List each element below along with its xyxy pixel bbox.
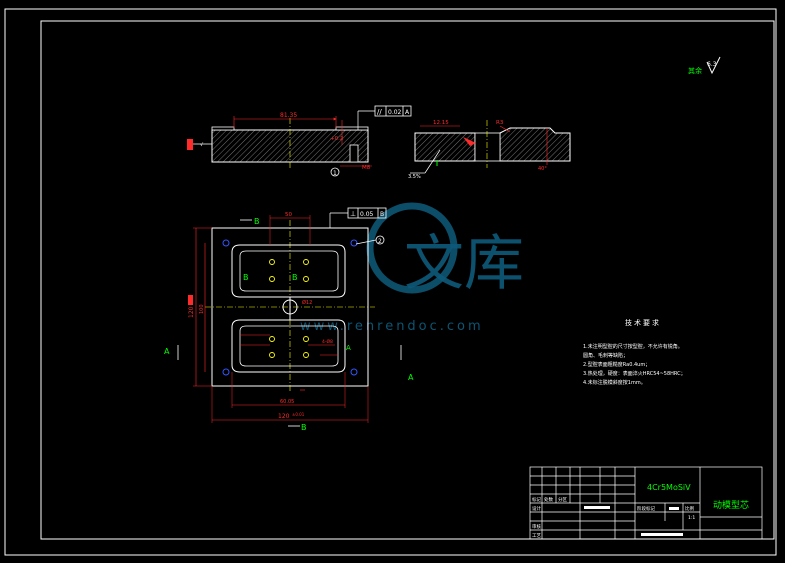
plan-lower-cavity-inner: [239, 325, 339, 367]
section-side-cavity-mark: [463, 137, 476, 146]
section-side-radius-leader: [499, 125, 511, 133]
roughness-check-icon: [706, 56, 721, 75]
plan-upper-pins: [269, 259, 309, 282]
section-front-fcf: // 0.02 A: [357, 105, 412, 130]
section-front-step-right: [335, 126, 369, 131]
plan-fcf-datum: B: [380, 211, 384, 218]
section-side-gap: [474, 132, 501, 162]
tech-req-item-2: 圆角、毛刺等缺陷；: [583, 352, 628, 359]
tb-part-name: 动模型芯: [713, 499, 749, 511]
section-side-slope-label: 3.5%: [408, 174, 421, 180]
plan-section-b-bottom: B: [301, 423, 307, 432]
tb-scale-value: 1:1: [688, 515, 695, 521]
plan-view: Ø12 4-Ø8 B B A: [164, 207, 414, 432]
plan-section-a-left: A: [164, 347, 170, 356]
plan-fcf: ⊥ 0.05 B: [329, 207, 387, 228]
tb-stage-label: 阶段标记: [637, 505, 655, 512]
plan-fcf-symbol: ⊥: [350, 210, 356, 218]
fcf-value: 0.02: [388, 109, 402, 116]
section-front-slot: [349, 144, 359, 163]
technical-requirements: 技术要求 1.未注明型腔的尺寸按型腔，不允许有锐角。 圆角、毛刺等缺陷； 2.型…: [583, 318, 686, 386]
tb-fill-bar-3: [669, 507, 679, 510]
section-side-body-left: [414, 132, 476, 162]
section-side-angle: 40°: [538, 166, 547, 172]
plan-cavity-a-mark: A: [346, 344, 351, 352]
plan-section-b-top: B: [254, 217, 260, 226]
plan-left-datum-block: [188, 295, 193, 305]
plan-lower-cavity-outer: [231, 319, 346, 373]
title-block-text: 标记 处数 分区 设计 审核 工艺 4Cr5MoSiV 阶段标记 比例 1:1 …: [532, 483, 749, 539]
roughness-value: 6.3: [707, 61, 717, 68]
tb-fill-bar-2: [641, 533, 683, 536]
section-side: 12.15 R3 40° 3.5%: [408, 120, 571, 180]
plan-overall-bottom-dim: 120: [278, 413, 290, 420]
section-front: 81.35 +0.2 √ // 0.02 A M8 1: [187, 105, 412, 177]
plan-top-dim: 50: [285, 212, 292, 218]
tech-req-item-1: 1.未注明型腔的尺寸按型腔，不允许有锐角。: [583, 343, 683, 350]
section-side-width-dim: 12.15: [433, 120, 449, 126]
section-front-step-left: [211, 126, 235, 131]
tb-scale-label: 比例: [685, 505, 694, 512]
tb-fill-bar-1: [584, 506, 610, 509]
plan-lower-pins: [269, 336, 309, 358]
outer-frame: [4, 8, 777, 556]
roughness-label: 其余: [688, 66, 702, 75]
plan-fcf-value: 0.05: [360, 211, 374, 218]
plan-upper-cavity-inner: [239, 250, 339, 292]
section-front-depth-dim: +0.2: [330, 136, 343, 142]
plan-upper-cavity-outer: [231, 244, 346, 298]
section-front-callout: 1: [333, 170, 337, 177]
tb-label-zone: 分区: [558, 496, 567, 503]
section-side-slope-leader: [424, 149, 441, 174]
plan-left-dim-inner: 100: [199, 304, 205, 314]
plan-inner-bottom-dim: 60.05: [280, 399, 294, 405]
plan-center-hole: [282, 299, 298, 315]
plan-cavity-b-left: B: [243, 273, 249, 282]
plan-pin-dim-marks: [240, 334, 338, 391]
plan-corner-screws: [222, 239, 358, 376]
tb-label-review: 审核: [532, 523, 541, 530]
roughness-symbol: 其余 6.3: [688, 56, 721, 75]
plan-cavity-b-right: B: [292, 273, 298, 282]
plan-hole-dim: 4-Ø8: [322, 338, 333, 345]
tb-label-count: 处数: [544, 496, 553, 503]
tech-req-item-3: 2.型腔表面粗糙度Ra0.4um；: [583, 361, 650, 368]
tb-label-process: 工艺: [532, 533, 541, 539]
section-front-callout-circle: [330, 167, 340, 177]
fcf-symbol: //: [377, 108, 382, 116]
tb-label-mark: 标记: [532, 496, 541, 503]
plan-center-hole-dim: Ø12: [302, 299, 312, 306]
watermark-chinese: 文库: [404, 229, 524, 299]
plan-callout-leader: [355, 239, 377, 245]
section-side-body-right: [499, 127, 571, 162]
tb-material: 4Cr5MoSiV: [647, 483, 691, 492]
plan-overall-bottom-tol: ±0.01: [292, 412, 305, 417]
title-block: [529, 466, 763, 540]
plan-callout: 2: [378, 238, 382, 245]
tb-label-design: 设计: [532, 505, 541, 512]
section-front-datum-block: [187, 139, 193, 150]
fcf-datum: A: [405, 109, 410, 116]
watermark: 文库 www.renrendoc.com: [300, 202, 524, 334]
inner-frame: [40, 20, 775, 540]
tech-req-title: 技术要求: [625, 318, 661, 327]
section-front-roughness-left: √: [200, 142, 204, 148]
tech-req-item-4: 3.热处理，硬度：表面淬火HRC54~58HRC；: [583, 370, 686, 377]
section-side-radius-dim: R3: [496, 120, 504, 126]
watermark-ring: [366, 202, 458, 294]
tech-req-item-5: 4.未标注脱模斜度按1mm。: [583, 379, 646, 386]
plan-left-dim-outer: 120: [188, 306, 195, 318]
section-front-width-dim: 81.35: [280, 112, 297, 119]
plan-section-a-right: A: [408, 373, 414, 382]
section-front-bottom-dim: M8: [362, 165, 371, 171]
watermark-url: www.renrendoc.com: [300, 319, 484, 334]
